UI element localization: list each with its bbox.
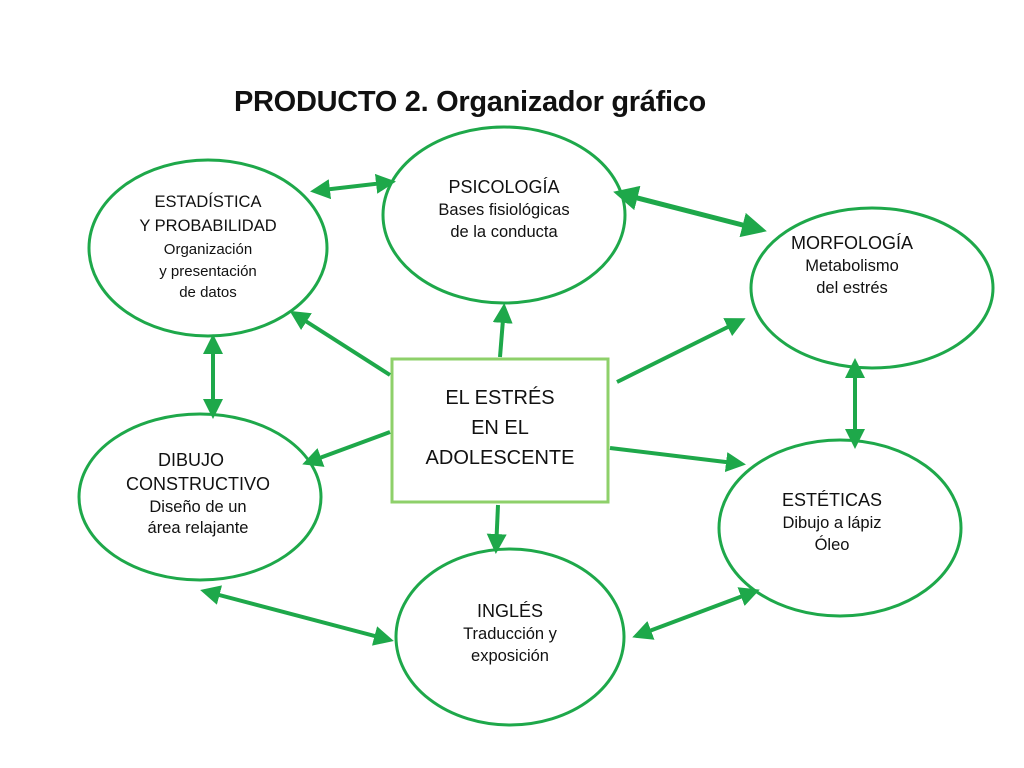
node-esteticas-line-1: Dibujo a lápiz xyxy=(782,513,882,532)
node-esteticas-heading: ESTÉTICAS xyxy=(781,490,883,510)
arrow-estadistica-psicologia xyxy=(310,173,396,200)
center-line-2: EN EL xyxy=(471,417,529,439)
node-dibujo-line-1: Diseño de un xyxy=(149,497,247,516)
center-box xyxy=(390,357,610,504)
node-morfologia-line-2: del estrés xyxy=(816,278,888,297)
node-ingles-line-1: Traducción y xyxy=(463,624,557,643)
arrow-ingles-esteticas xyxy=(632,587,760,640)
arrow-center-to-ingles xyxy=(486,504,507,554)
center-line-1: EL ESTRÉS xyxy=(445,387,555,409)
node-ingles-line-2: exposición xyxy=(471,646,549,665)
node-morfologia-ellipse xyxy=(749,206,995,370)
node-estadistica-heading-2: Y PROBABILIDAD xyxy=(139,216,277,235)
node-dibujo-heading-1: DIBUJO xyxy=(158,450,225,470)
node-estadistica-line-1: Organización xyxy=(163,240,253,258)
node-morfologia-heading: MORFOLOGÍA xyxy=(790,233,913,253)
arrow-center-to-morfologia xyxy=(616,318,746,384)
node-ingles: INGLÉS Traducción y exposición xyxy=(410,600,610,667)
arrow-center-to-dibujo xyxy=(302,430,391,467)
node-estadistica-line-2: y presentación xyxy=(159,262,257,280)
page-title: PRODUCTO 2. Organizador gráfico xyxy=(234,86,706,118)
center-label: EL ESTRÉS EN EL ADOLESCENTE xyxy=(400,383,600,473)
arrow-center-to-esteticas xyxy=(609,446,746,473)
node-morfologia: MORFOLOGÍA Metabolismo del estrés xyxy=(752,232,952,299)
node-morfologia-line-1: Metabolismo xyxy=(805,256,899,275)
node-ingles-ellipse xyxy=(394,547,626,727)
arrow-center-to-psicologia xyxy=(492,303,513,358)
node-esteticas: ESTÉTICAS Dibujo a lápiz Óleo xyxy=(732,489,932,556)
node-psicologia-line-1: Bases fisiológicas xyxy=(438,200,570,219)
node-psicologia: PSICOLOGÍA Bases fisiológicas de la cond… xyxy=(404,176,604,243)
center-line-3: ADOLESCENTE xyxy=(425,447,575,469)
node-psicologia-heading: PSICOLOGÍA xyxy=(448,177,560,197)
node-dibujo-line-2: área relajante xyxy=(147,519,249,538)
node-estadistica-line-3: de datos xyxy=(179,284,237,302)
node-ingles-heading: INGLÉS xyxy=(476,601,544,621)
node-estadistica-heading-1: ESTADÍSTICA xyxy=(154,193,262,211)
arrow-center-to-estadistica xyxy=(289,310,392,377)
node-dibujo: DIBUJO CONSTRUCTIVO Diseño de un área re… xyxy=(98,449,298,540)
node-estadistica: ESTADÍSTICA Y PROBABILIDAD Organización … xyxy=(108,191,308,304)
node-dibujo-ellipse xyxy=(77,412,323,582)
node-esteticas-line-2: Óleo xyxy=(814,535,850,554)
node-psicologia-line-2: de la conducta xyxy=(450,222,558,241)
node-dibujo-heading-2: CONSTRUCTIVO xyxy=(126,473,270,494)
node-esteticas-ellipse xyxy=(717,438,963,618)
arrow-psicologia-morfologia xyxy=(613,185,767,238)
arrow-dibujo-ingles xyxy=(200,585,394,646)
